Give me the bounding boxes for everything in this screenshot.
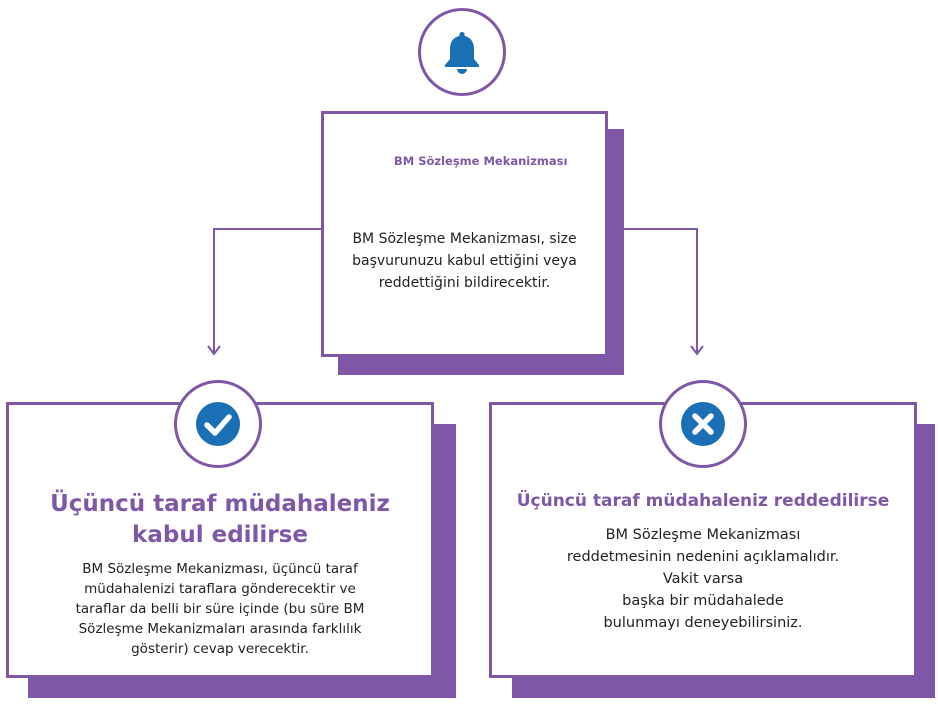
arrow-left: [207, 345, 221, 356]
left-text-line: Sözleşme Mekanizmaları arasında farklılı…: [78, 621, 362, 637]
left-text-line: taraflar da belli bir süre içinde (bu sü…: [75, 601, 365, 617]
left-box-text: BM Sözleşme Mekanizması, üçüncü taraf mü…: [9, 559, 431, 659]
right-text-line: Vakit varsa: [662, 571, 744, 587]
arrow-right: [690, 345, 704, 356]
connector-left: [213, 228, 322, 352]
top-box-line: BM Sözleşme Mekanizması, size: [352, 231, 577, 247]
left-box-heading: Üçüncü taraf müdahaleniz kabul edilirse: [9, 489, 431, 551]
right-box-text: BM Sözleşme Mekanizması reddetmesinin ne…: [492, 524, 914, 634]
left-text-line: BM Sözleşme Mekanizması, üçüncü taraf: [82, 561, 358, 577]
bell-icon-circle: [418, 8, 506, 96]
right-text-line: reddetmesinin nedenini açıklamalıdır.: [566, 549, 840, 565]
bell-icon: [445, 32, 479, 74]
top-box-line: reddettiğini bildirecektir.: [378, 275, 551, 291]
top-box-text: BM Sözleşme Mekanizması, size başvurunuz…: [324, 228, 605, 294]
x-icon-circle: [659, 380, 747, 468]
left-text-line: gösterir) cevap verecektir.: [131, 641, 309, 657]
left-text-line: müdahalenizi taraflara gönderecektir ve: [84, 581, 356, 597]
right-text-line: bulunmayı deneyebilirsiniz.: [603, 615, 803, 631]
check-icon-circle: [174, 380, 262, 468]
top-box: BM Sözleşme Mekanizması BM Sözleşme Meka…: [321, 111, 608, 357]
check-icon: [196, 402, 240, 446]
top-box-title: BM Sözleşme Mekanizması: [394, 154, 568, 168]
right-text-line: BM Sözleşme Mekanizması: [605, 527, 801, 543]
right-box-heading: Üçüncü taraf müdahaleniz reddedilirse: [516, 491, 890, 511]
x-icon: [681, 402, 725, 446]
top-box-line: başvurunuzu kabul ettiğini veya: [352, 253, 577, 269]
connector-right: [606, 228, 698, 352]
left-heading-line: Üçüncü taraf müdahaleniz: [50, 491, 390, 517]
left-heading-line: kabul edilirse: [132, 522, 308, 548]
right-text-line: başka bir müdahalede: [622, 593, 784, 609]
